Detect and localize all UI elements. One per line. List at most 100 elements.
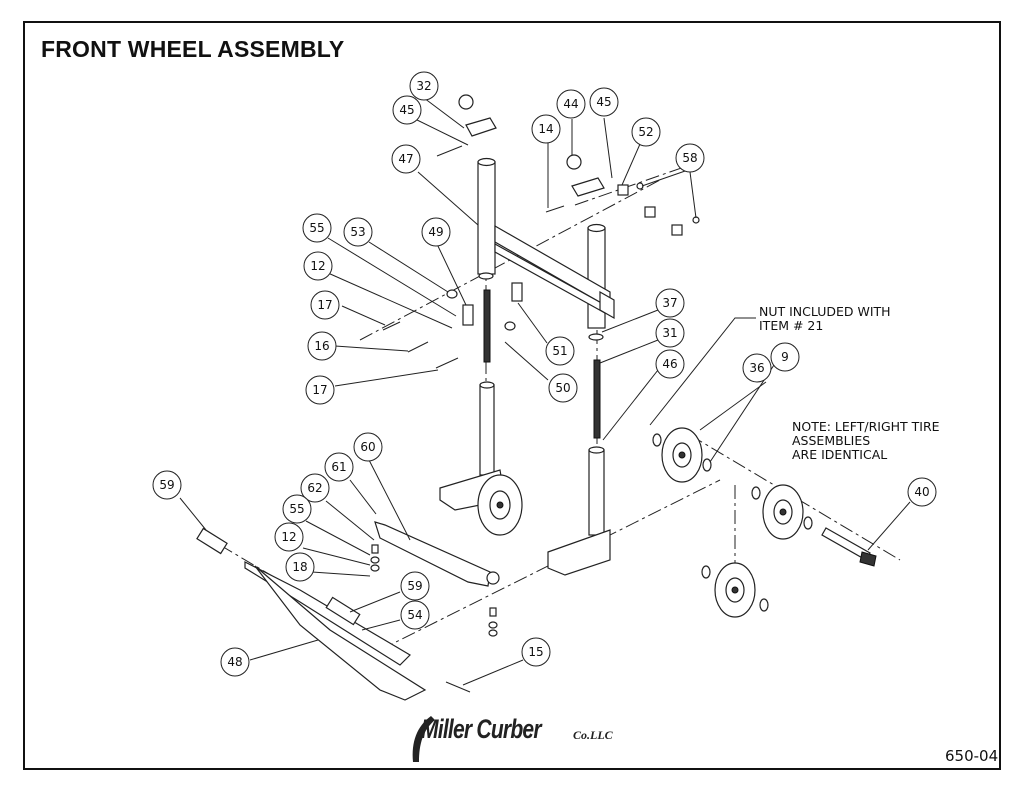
callout-circle: [152, 470, 182, 500]
callout-50: 50: [548, 373, 578, 403]
wheel-2: [762, 484, 804, 540]
callout-number: 51: [552, 344, 567, 358]
callout-number: 18: [292, 560, 307, 574]
callout-circle: [545, 336, 575, 366]
callout-number: 12: [310, 259, 325, 273]
callout-number: 45: [596, 95, 611, 109]
callout-number: 55: [309, 221, 324, 235]
callout-number: 17: [312, 383, 327, 397]
callout-number: 37: [662, 296, 677, 310]
callout-number: 31: [662, 326, 677, 340]
threaded-rods: [478, 272, 604, 439]
callout-circle: [655, 288, 685, 318]
callout-number: 58: [682, 151, 697, 165]
callout-circle: [302, 213, 332, 243]
callout-circle: [274, 522, 304, 552]
callout-number: 12: [281, 530, 296, 544]
logo-swoosh-icon: [412, 716, 435, 762]
callout-circle: [742, 353, 772, 383]
callout-number: 15: [528, 645, 543, 659]
callout-number: 16: [314, 339, 329, 353]
callout-circle: [631, 117, 661, 147]
callout-circle: [307, 331, 337, 361]
callout-59: 59: [400, 571, 430, 601]
upper-frame: [477, 157, 615, 329]
callout-44: 44: [556, 89, 586, 119]
callout-circle: [392, 95, 422, 125]
callout-circle: [324, 452, 354, 482]
callout-17: 17: [310, 290, 340, 320]
callout-9: 9: [770, 342, 800, 372]
page-title: FRONT WHEEL ASSEMBLY: [41, 36, 345, 62]
callout-number: 55: [289, 502, 304, 516]
company-logo: Miller Curber Co.LLC: [405, 708, 625, 768]
callout-54: 54: [400, 600, 430, 630]
tire-note-line1: NOTE: LEFT/RIGHT TIRE ASSEMBLIES: [792, 419, 940, 448]
callout-circle: [400, 600, 430, 630]
callout-51: 51: [545, 336, 575, 366]
callout-number: 32: [416, 79, 431, 93]
callout-number: 59: [407, 579, 422, 593]
callout-47: 47: [391, 144, 421, 174]
callout-40: 40: [907, 477, 937, 507]
callout-55: 55: [302, 213, 332, 243]
callout-45: 45: [589, 87, 619, 117]
callout-circle: [556, 89, 586, 119]
callout-number: 14: [538, 122, 553, 136]
callout-circle: [391, 144, 421, 174]
callout-circle: [282, 494, 312, 524]
callout-circle: [655, 318, 685, 348]
callout-leaders: [179, 97, 911, 686]
tire-note-line2: ARE IDENTICAL: [792, 447, 888, 462]
callout-49: 49: [421, 217, 451, 247]
callout-circle: [907, 477, 937, 507]
callout-number: 44: [563, 97, 578, 111]
callout-circle: [353, 432, 383, 462]
callout-37: 37: [655, 288, 685, 318]
callout-number: 40: [914, 485, 929, 499]
callout-circle: [409, 71, 439, 101]
wheel-1: [661, 427, 703, 483]
callout-number: 36: [749, 361, 764, 375]
callout-18: 18: [285, 552, 315, 582]
callout-circle: [770, 342, 800, 372]
callout-number: 9: [781, 350, 789, 364]
callout-number: 62: [307, 481, 322, 495]
callout-number: 46: [662, 357, 677, 371]
callout-12: 12: [303, 251, 333, 281]
callout-number: 60: [360, 440, 375, 454]
callout-circle: [285, 552, 315, 582]
logo-wordmark: Miller Curber: [421, 714, 542, 744]
callout-circle: [548, 373, 578, 403]
drawing-number: 650-04: [945, 747, 999, 765]
callout-number: 17: [317, 298, 332, 312]
callout-number: 48: [227, 655, 242, 669]
callout-circle: [531, 114, 561, 144]
callout-31: 31: [655, 318, 685, 348]
callout-61: 61: [324, 452, 354, 482]
callout-circle: [589, 87, 619, 117]
nut-note-line1: NUT INCLUDED WITH: [759, 304, 891, 319]
hardware: [370, 94, 700, 693]
callout-58: 58: [675, 143, 705, 173]
callout-36: 36: [742, 353, 772, 383]
callout-15: 15: [521, 637, 551, 667]
callout-46: 46: [655, 349, 685, 379]
callout-number: 54: [407, 608, 422, 622]
callout-circle: [305, 375, 335, 405]
callout-59: 59: [152, 470, 182, 500]
wheel-caster: [477, 474, 523, 536]
nut-note-line2: ITEM # 21: [759, 318, 824, 333]
callout-circle: [310, 290, 340, 320]
callout-number: 49: [428, 225, 443, 239]
callout-14: 14: [531, 114, 561, 144]
callout-52: 52: [631, 117, 661, 147]
callout-16: 16: [307, 331, 337, 361]
callout-circle: [400, 571, 430, 601]
callout-45: 45: [392, 95, 422, 125]
callout-circle: [655, 349, 685, 379]
arm-assemblies: [196, 521, 500, 701]
callout-number: 47: [398, 152, 413, 166]
callout-circle: [300, 473, 330, 503]
